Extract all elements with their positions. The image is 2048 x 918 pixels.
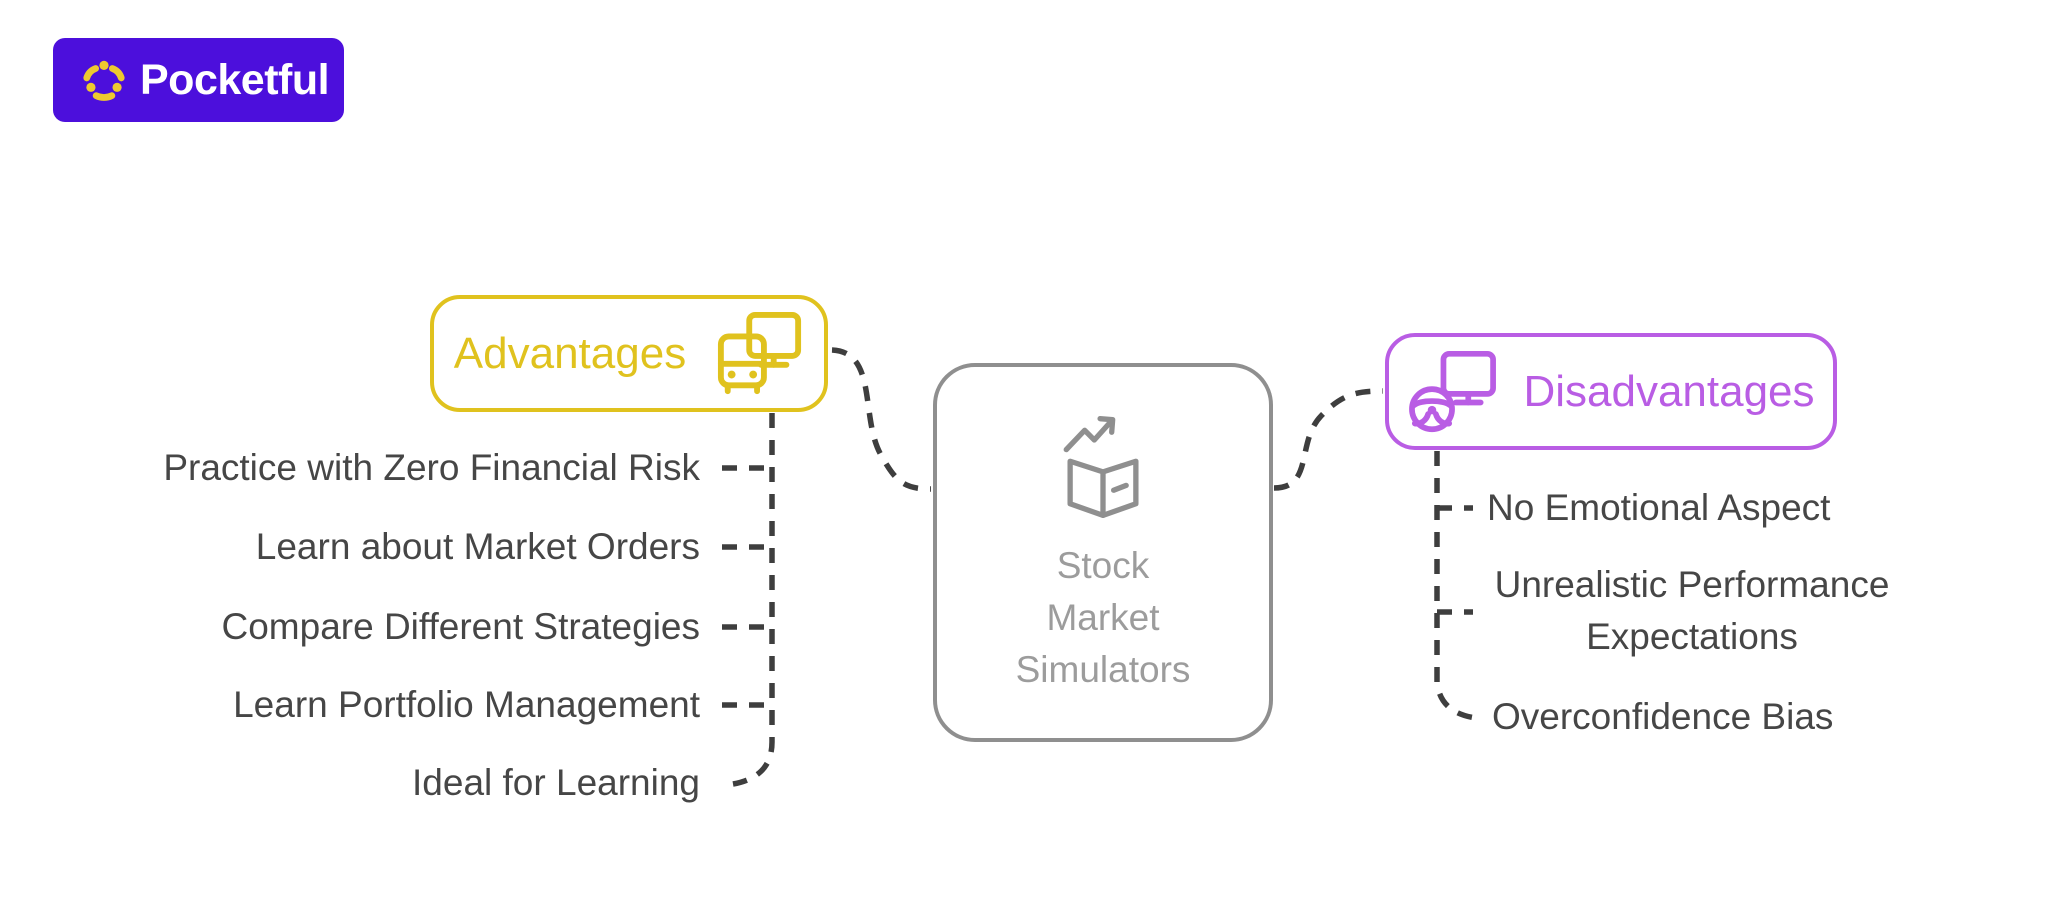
- wire-root-disadvantages: [1273, 388, 1384, 491]
- advantage-item: Compare Different Strategies: [221, 606, 701, 647]
- disadvantage-item: No Emotional Aspect: [1487, 487, 1831, 528]
- disadvantage-item: Unrealistic Performance Expectations: [1494, 564, 1890, 657]
- wire-advantages-root: [831, 347, 932, 492]
- wire-disadvantages-spine: [1434, 451, 1477, 721]
- disadvantage-item: Overconfidence Bias: [1492, 696, 1834, 737]
- disadvantages-node: Disadvantages: [1385, 333, 1837, 450]
- advantage-item: Practice with Zero Financial Risk: [163, 447, 700, 488]
- advantage-item: Ideal for Learning: [412, 762, 700, 803]
- advantages-label: Advantages: [453, 328, 687, 378]
- advantage-item: Learn Portfolio Management: [233, 684, 700, 725]
- advantage-item: Learn about Market Orders: [255, 526, 700, 567]
- steering-wheel-and-monitor-icon: [1409, 350, 1497, 432]
- open-box-growth-icon: [1063, 415, 1139, 518]
- root-node: Stock Market Simulators: [933, 363, 1273, 742]
- pocketful-flower-icon: [83, 60, 125, 101]
- disadvantages-label: Disadvantages: [1523, 366, 1815, 416]
- bus-and-monitor-icon: [718, 311, 802, 394]
- root-title: Stock Market Simulators: [1015, 544, 1191, 690]
- brand-name: Pocketful: [140, 55, 330, 104]
- advantages-node: Advantages: [430, 295, 828, 412]
- brand-logo: Pocketful: [53, 38, 344, 122]
- wire-advantages-spine: [732, 413, 775, 787]
